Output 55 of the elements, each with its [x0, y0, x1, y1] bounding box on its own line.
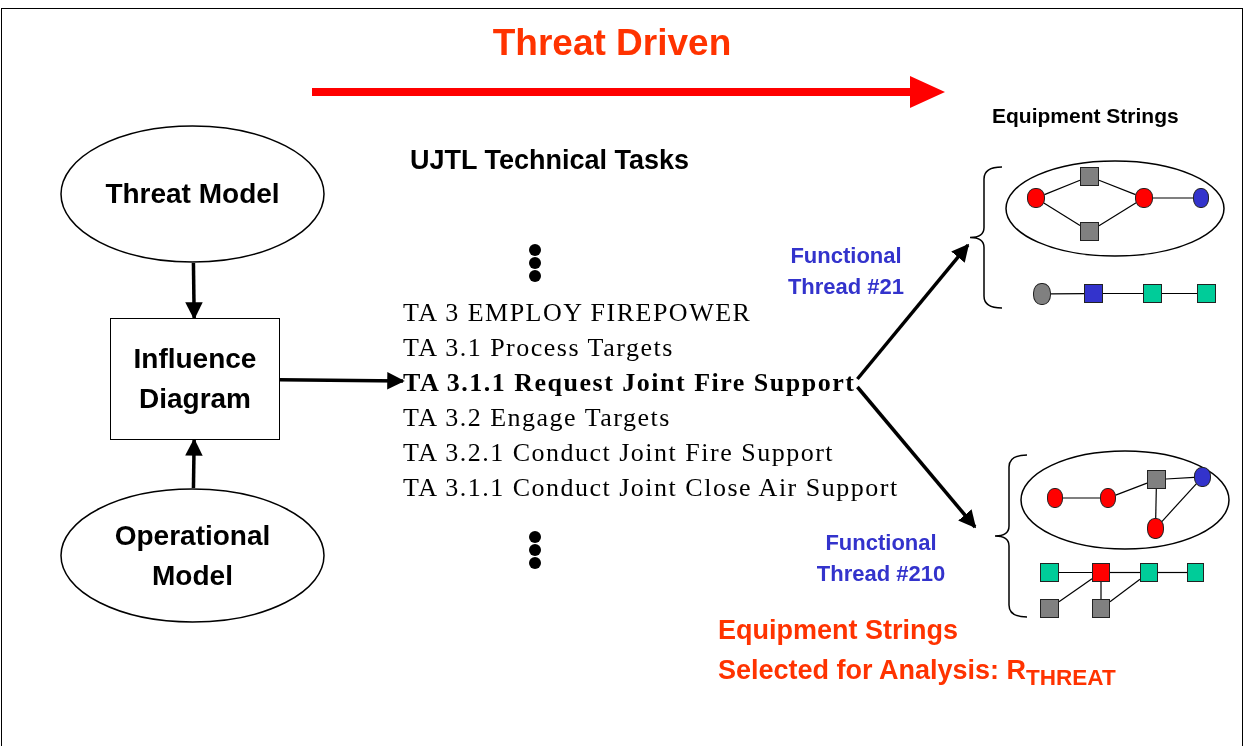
square-node	[1080, 222, 1099, 241]
square-node	[1084, 284, 1103, 303]
connector-line	[1098, 179, 1137, 196]
caption-text: Selected for Analysis: R$_{THREAT}$	[718, 654, 1116, 693]
square-node	[1092, 599, 1110, 618]
square-node	[1140, 563, 1158, 582]
connector-line	[1109, 578, 1141, 603]
connector-line	[1165, 476, 1195, 480]
connector-line	[1058, 571, 1093, 574]
square-node	[1040, 563, 1059, 582]
arrow	[185, 438, 203, 489]
task-text: TA 3.2 Engage Targets	[403, 402, 671, 434]
ellipse-node	[60, 125, 325, 263]
square-node	[1092, 563, 1110, 582]
square-node	[1080, 167, 1099, 186]
group-ellipse	[1020, 450, 1230, 550]
square-node	[1187, 563, 1204, 582]
caption-text: Equipment Strings	[718, 614, 958, 646]
node-label: Operational Model	[113, 518, 272, 593]
connector-line	[1161, 292, 1198, 295]
connector-line	[1062, 497, 1101, 499]
node-label: Influence Diagram	[132, 342, 258, 416]
connector-line	[1098, 202, 1137, 227]
connector-line	[1109, 571, 1141, 574]
title: Threat Driven	[491, 22, 733, 64]
ellipse-node	[60, 488, 325, 623]
arrow	[856, 385, 977, 529]
connector-line	[1155, 488, 1157, 519]
connector-line	[1102, 292, 1144, 295]
connector-line	[1050, 293, 1085, 295]
task-text: TA 3.1.1 Conduct Joint Close Air Support	[403, 472, 899, 504]
node-label: Threat Model	[104, 177, 281, 211]
connector-line	[1043, 179, 1081, 196]
section-heading: Equipment Strings	[992, 103, 1179, 129]
task-text: TA 3.2.1 Conduct Joint Fire Support	[403, 437, 835, 469]
task-text: TA 3.1.1 Request Joint Fire Support	[403, 366, 856, 400]
task-text: TA 3 EMPLOY FIREPOWER	[403, 297, 752, 329]
connector-line	[1161, 483, 1197, 523]
group-ellipse	[1005, 160, 1225, 257]
square-node	[1040, 599, 1059, 618]
square-node	[1197, 284, 1216, 303]
connector-line	[1152, 197, 1194, 199]
square-node	[1147, 470, 1166, 489]
connector-line	[1157, 571, 1188, 574]
connector-line	[1100, 581, 1102, 600]
connector-line	[1115, 482, 1148, 496]
process-box	[110, 318, 280, 440]
section-heading: UJTL Technical Tasks	[410, 144, 690, 176]
arrow	[856, 243, 970, 381]
connector-line	[1043, 202, 1081, 227]
connector-line	[1058, 578, 1093, 603]
task-text: TA 3.1 Process Targets	[403, 332, 674, 364]
arrow	[185, 262, 203, 320]
arrow	[280, 372, 405, 390]
square-node	[1143, 284, 1162, 303]
